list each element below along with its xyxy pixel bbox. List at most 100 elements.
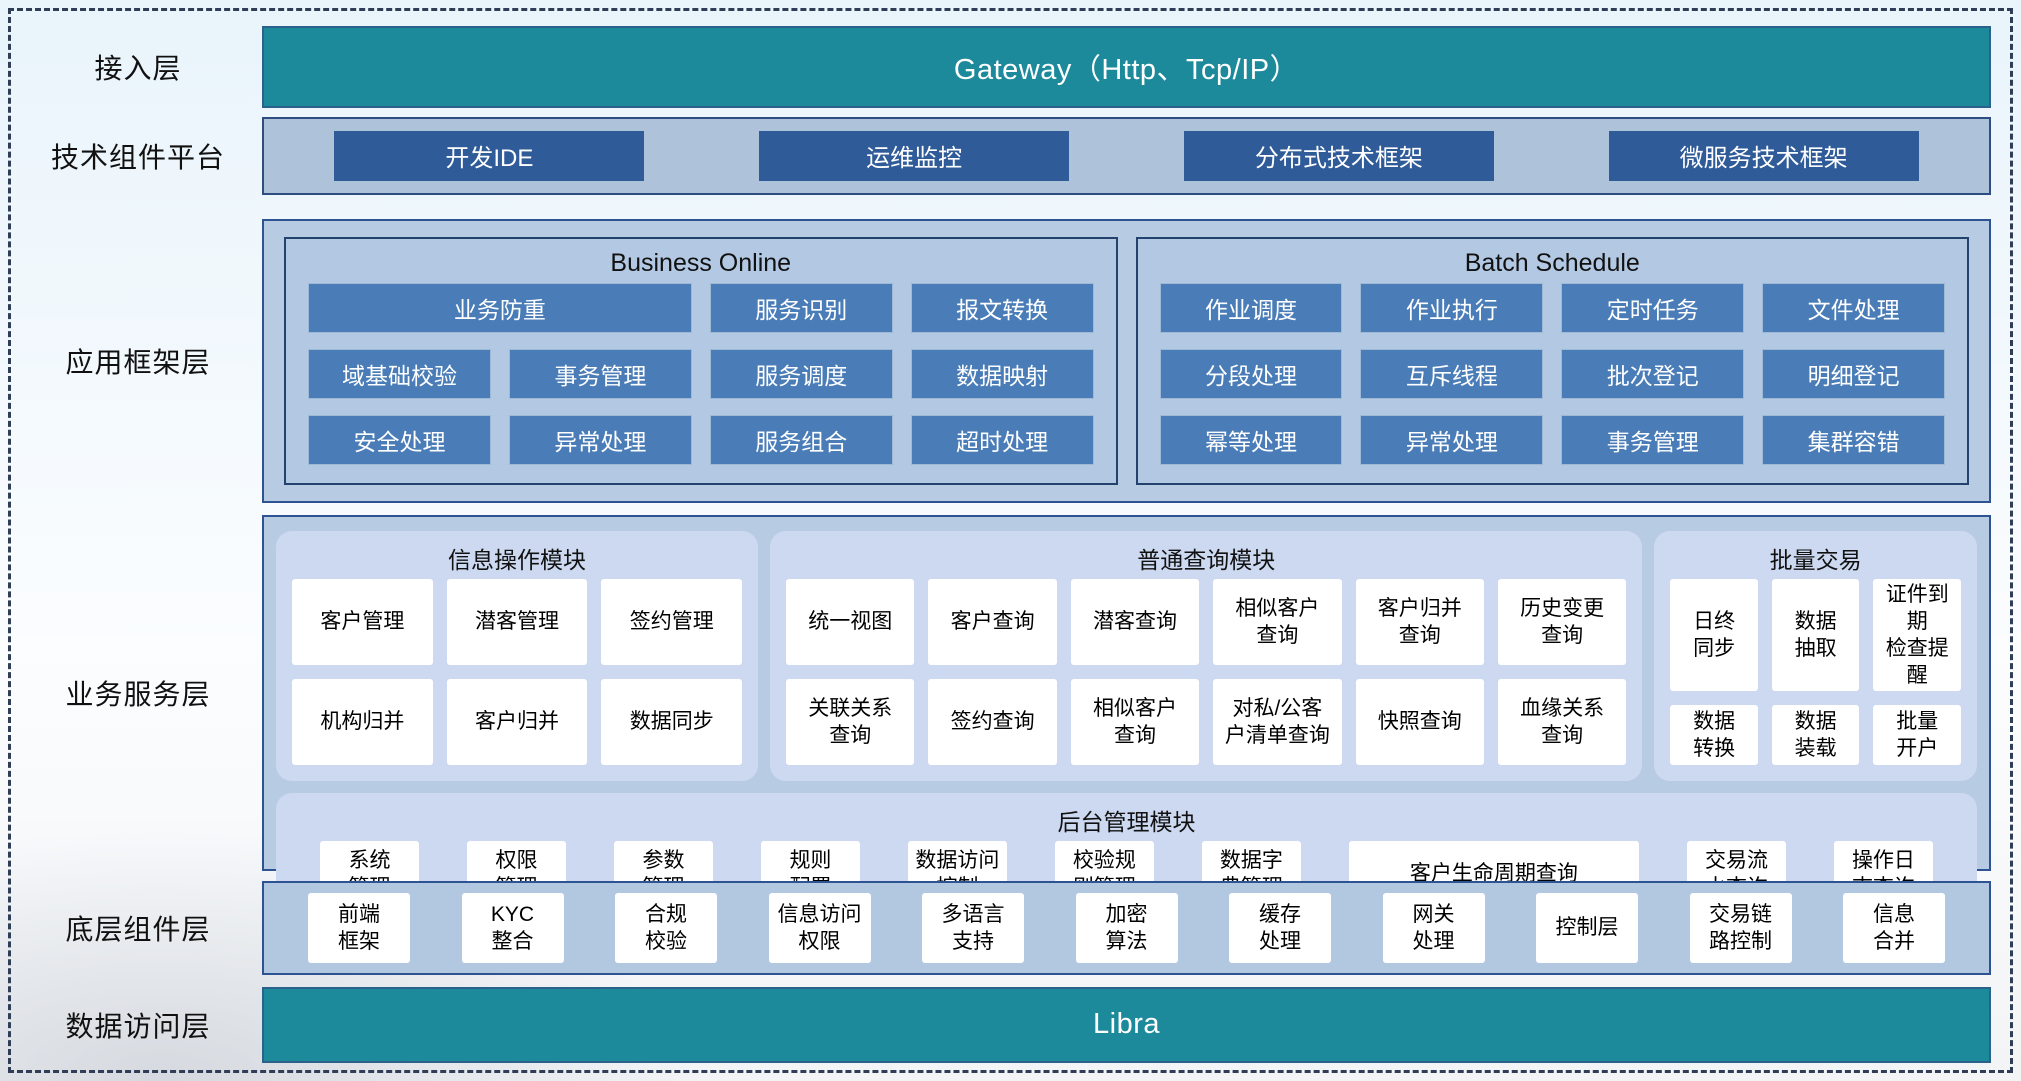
layer-label-data-access: 数据访问层 [65,1010,211,1042]
tech-item-distributed-framework: 分布式技术框架 [1183,130,1494,181]
service-item: 数据 装载 [1771,704,1860,765]
layer-label-foundation: 底层组件层 [65,913,211,945]
service-item: 批量 开户 [1873,704,1961,765]
foundation-item: KYC 整合 [461,892,564,963]
module-info-operation: 信息操作模块 客户管理 潜客管理 签约管理 机构归并 客户归并 数据同步 [276,530,759,781]
layer-access: 接入层 Gateway（Http、Tcp/IP） [14,26,1991,108]
layer-data-access: 数据访问层 Libra [14,986,1991,1063]
service-item: 客户管理 [292,578,433,665]
group-business-online: Business Online 业务防重 服务识别 报文转换 域基础校验 事务管… [284,236,1118,485]
fw-item: 幂等处理 [1159,414,1343,465]
fw-item: 异常处理 [508,414,692,465]
foundation-item: 交易链 路控制 [1689,892,1792,963]
fw-item: 作业调度 [1159,282,1343,333]
group-batch-schedule: Batch Schedule 作业调度 作业执行 定时任务 文件处理 分段处理 … [1135,236,1969,485]
service-item: 历史变更 查询 [1497,578,1627,665]
business-service-top-row: 信息操作模块 客户管理 潜客管理 签约管理 机构归并 客户归并 数据同步 [276,530,1977,781]
layer-label-business-service: 业务服务层 [65,678,211,710]
service-item: 签约查询 [928,678,1057,765]
fw-item: 集群容错 [1762,414,1945,465]
foundation-item: 控制层 [1536,892,1638,963]
gateway-bar-text: Gateway（Http、Tcp/IP） [953,53,1300,86]
fw-item: 批次登记 [1561,348,1745,399]
tech-item-microservice-framework: 微服务技术框架 [1608,130,1919,181]
fw-item: 服务调度 [709,348,893,399]
foundation-item: 合规 校验 [615,892,717,963]
layer-app-framework: 应用框架层 Business Online 业务防重 服务识别 报文转换 域基础… [14,218,1991,503]
service-item: 关联关系 查询 [786,678,915,765]
service-item: 潜客查询 [1070,578,1200,665]
fw-item: 服务识别 [709,282,893,333]
fw-item: 分段处理 [1159,348,1343,399]
service-item: 潜客管理 [446,578,588,665]
module-info-operation-grid: 客户管理 潜客管理 签约管理 机构归并 客户归并 数据同步 [292,578,743,765]
module-common-query-grid: 统一视图 客户查询 潜客查询 相似客户 查询 客户归并 查询 历史变更 查询 关… [786,578,1627,765]
service-item: 客户归并 查询 [1355,578,1484,665]
fw-item: 明细登记 [1762,348,1945,399]
foundation-item: 加密 算法 [1075,892,1178,963]
module-common-query-title: 普通查询模块 [1137,546,1276,573]
foundation-item: 前端 框架 [308,892,410,963]
group-batch-schedule-grid: 作业调度 作业执行 定时任务 文件处理 分段处理 互斥线程 批次登记 明细登记 … [1159,282,1945,465]
service-item: 日终 同步 [1670,578,1758,691]
service-item: 数据 抽取 [1771,578,1860,691]
module-admin-title: 后台管理模块 [1057,808,1196,835]
foundation-item: 缓存 处理 [1229,892,1331,963]
fw-item: 互斥线程 [1360,348,1544,399]
layer-label-tech-platform: 技术组件平台 [50,141,225,173]
service-item: 客户归并 [446,678,588,765]
app-framework-container: Business Online 业务防重 服务识别 报文转换 域基础校验 事务管… [262,218,1991,503]
group-business-online-title: Business Online [610,249,792,278]
service-item: 快照查询 [1355,678,1484,765]
foundation-item: 网关 处理 [1382,892,1485,963]
fw-item: 超时处理 [910,414,1094,465]
service-item: 血缘关系 查询 [1497,678,1627,765]
fw-item: 报文转换 [910,282,1094,333]
module-batch-trade-title: 批量交易 [1769,546,1862,573]
business-service-container: 信息操作模块 客户管理 潜客管理 签约管理 机构归并 客户归并 数据同步 [262,514,1991,923]
service-item: 机构归并 [292,678,433,765]
fw-item: 安全处理 [308,414,491,465]
module-batch-trade: 批量交易 日终 同步 数据 抽取 证件到期 检查提醒 数据 转换 数据 装载 批… [1654,530,1977,781]
service-item: 数据同步 [601,678,743,765]
layer-foundation: 底层组件层 前端 框架 KYC 整合 合规 校验 信息访问 权限 多语言 支持 … [14,880,1991,975]
group-business-online-grid: 业务防重 服务识别 报文转换 域基础校验 事务管理 服务调度 数据映射 安全处理… [308,282,1094,465]
fw-item: 作业执行 [1360,282,1544,333]
module-info-operation-title: 信息操作模块 [448,546,587,573]
foundation-container: 前端 框架 KYC 整合 合规 校验 信息访问 权限 多语言 支持 加密 算法 … [262,880,1991,975]
fw-item: 定时任务 [1561,282,1745,333]
layer-label-access: 接入层 [94,52,182,84]
tech-item-dev-ide: 开发IDE [334,130,645,181]
module-batch-trade-grid: 日终 同步 数据 抽取 证件到期 检查提醒 数据 转换 数据 装载 批量 开户 [1670,578,1961,765]
libra-bar: Libra [262,986,1991,1063]
gateway-bar: Gateway（Http、Tcp/IP） [262,26,1991,108]
fw-item: 域基础校验 [308,348,491,399]
fw-item: 数据映射 [910,348,1094,399]
service-item: 证件到期 检查提醒 [1873,578,1961,691]
fw-item: 文件处理 [1762,282,1945,333]
tech-platform-container: 开发IDE 运维监控 分布式技术框架 微服务技术框架 [262,116,1991,195]
service-item: 客户查询 [928,578,1057,665]
service-item: 相似客户 查询 [1070,678,1200,765]
layer-tech-platform: 技术组件平台 开发IDE 运维监控 分布式技术框架 微服务技术框架 [14,116,1991,195]
libra-bar-text: Libra [1093,1008,1160,1041]
module-common-query: 普通查询模块 统一视图 客户查询 潜客查询 相似客户 查询 客户归并 查询 历史… [770,530,1643,781]
fw-item: 业务防重 [308,282,692,333]
fw-item: 服务组合 [709,414,893,465]
service-item: 数据 转换 [1670,704,1758,765]
service-item: 对私/公客 户清单查询 [1213,678,1342,765]
service-item: 签约管理 [601,578,743,665]
layer-label-app-framework: 应用框架层 [65,346,211,378]
foundation-item: 信息 合并 [1843,892,1945,963]
group-batch-schedule-title: Batch Schedule [1464,249,1640,278]
layer-business-service: 业务服务层 信息操作模块 客户管理 潜客管理 签约管理 机构归并 客户归并 [14,514,1991,923]
fw-item: 事务管理 [508,348,692,399]
service-item: 统一视图 [786,578,915,665]
fw-item: 异常处理 [1360,414,1544,465]
foundation-item: 信息访问 权限 [768,892,871,963]
foundation-item: 多语言 支持 [922,892,1024,963]
fw-item: 事务管理 [1561,414,1745,465]
service-item: 相似客户 查询 [1213,578,1342,665]
